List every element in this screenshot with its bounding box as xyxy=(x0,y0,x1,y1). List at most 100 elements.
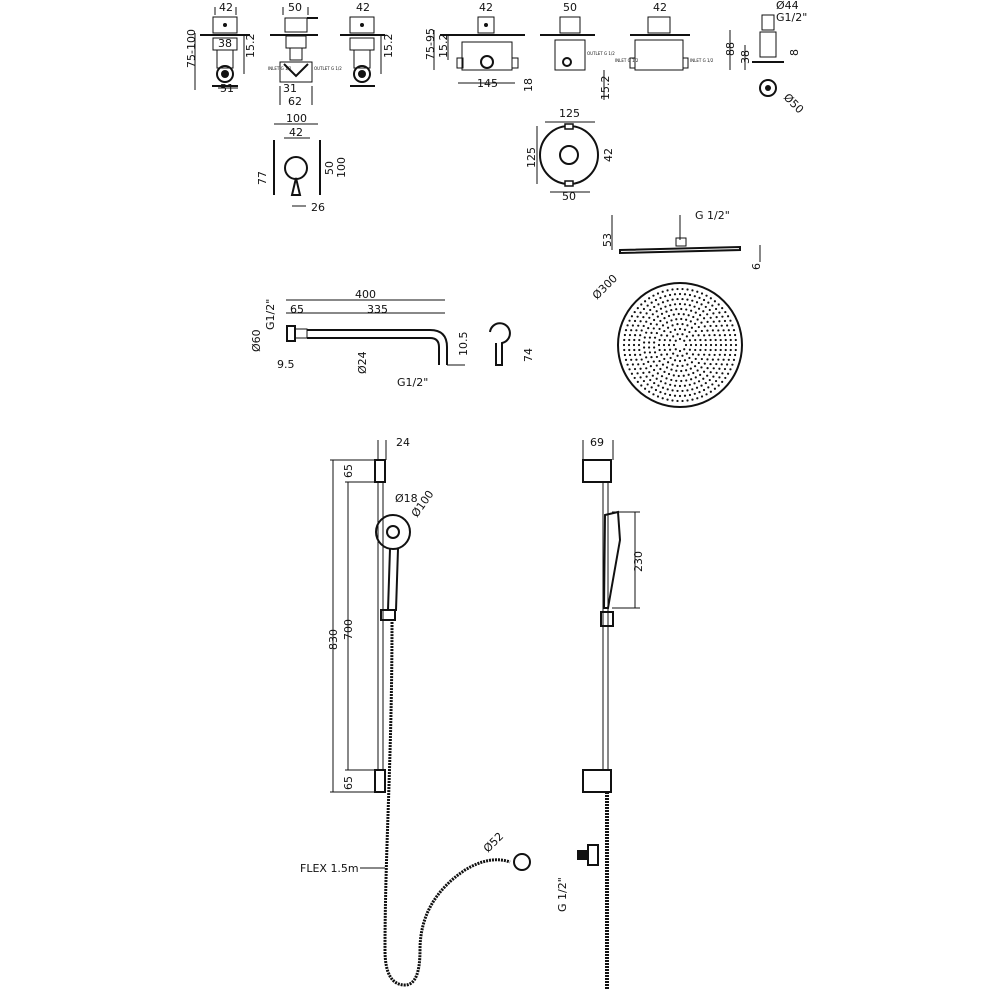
nozzle-dot xyxy=(700,303,703,306)
nozzle-dot xyxy=(685,379,688,382)
nozzle-dot xyxy=(714,348,717,352)
nozzle-dot xyxy=(720,324,723,327)
nozzle-dot xyxy=(694,343,698,347)
nozzle-dot xyxy=(659,296,662,299)
nozzle-dot xyxy=(681,333,684,336)
nozzle-dot xyxy=(667,372,671,376)
nozzle-dot xyxy=(688,348,692,351)
nozzle-dot xyxy=(646,383,649,386)
nozzle-dot xyxy=(699,338,702,342)
dim-length: 400 xyxy=(355,288,376,301)
nozzle-dot xyxy=(655,355,658,359)
nozzle-dot xyxy=(681,364,684,367)
dim-width: 42 xyxy=(479,1,493,14)
nozzle-dot xyxy=(714,343,718,347)
nozzle-dot xyxy=(703,334,706,337)
nozzle-dot xyxy=(709,362,712,366)
nozzle-dot xyxy=(671,399,674,402)
nozzle-dot xyxy=(708,353,711,356)
nozzle-dot xyxy=(683,293,687,296)
nozzle-dot xyxy=(709,338,712,342)
nozzle-dot xyxy=(623,353,626,357)
nozzle-dot xyxy=(663,370,666,373)
nozzle-dot xyxy=(707,386,710,389)
nozzle-dot xyxy=(663,317,666,320)
nozzle-dot xyxy=(676,297,679,301)
nozzle-dot xyxy=(729,348,732,352)
nozzle-dot xyxy=(642,307,646,311)
nozzle-dot xyxy=(675,318,678,321)
dim-base: 62 xyxy=(288,95,302,108)
nozzle-dot xyxy=(726,372,730,375)
nozzle-dot xyxy=(650,356,653,359)
dim-height-range: 75-95 xyxy=(424,28,437,60)
nozzle-dot xyxy=(676,354,679,357)
nozzle-dot xyxy=(636,307,639,310)
nozzle-dot xyxy=(686,324,689,327)
dim-top: 65 xyxy=(342,464,355,478)
nozzle-dot xyxy=(719,348,722,352)
dim-thread: G 1/2" xyxy=(695,209,730,222)
nozzle-dot xyxy=(699,373,702,376)
nozzle-dot xyxy=(708,308,711,312)
nozzle-dot xyxy=(672,352,675,355)
dim-holder: Ø18 xyxy=(395,492,418,505)
nozzle-dot xyxy=(707,301,710,304)
nozzle-dot xyxy=(706,329,709,332)
nozzle-dot xyxy=(718,376,721,379)
nozzle-dot xyxy=(676,333,679,336)
nozzle-dot xyxy=(688,339,692,342)
nozzle-dot xyxy=(702,377,705,380)
nozzle-dot xyxy=(698,391,701,394)
nozzle-dot xyxy=(731,324,734,327)
nozzle-dot xyxy=(653,368,656,372)
dim-width: 100 xyxy=(286,112,307,125)
nozzle-dot xyxy=(645,375,648,378)
nozzle-dot xyxy=(623,348,626,352)
nozzle-dot xyxy=(695,386,699,389)
nozzle-dot xyxy=(723,353,727,356)
valve-1-drawing: 42 75-100 38 15.2 51 xyxy=(185,1,257,95)
diverter-drawing: 50 INLET G 1/2 OUTLET G 1/2 31 62 xyxy=(268,1,342,108)
nozzle-dot xyxy=(633,334,637,337)
nozzle-dot xyxy=(633,367,637,371)
nozzle-dot xyxy=(645,331,648,334)
nozzle-dot xyxy=(723,319,727,323)
nozzle-dot xyxy=(706,367,709,370)
nozzle-dot xyxy=(731,363,734,366)
dim-width: 50 xyxy=(288,1,302,14)
nozzle-dot xyxy=(681,287,684,291)
nozzle-dot xyxy=(673,328,677,331)
nozzle-dot xyxy=(713,300,717,303)
nozzle-dot xyxy=(639,353,642,356)
nozzle-dot xyxy=(685,335,688,338)
dim-flange: Ø60 xyxy=(250,329,263,352)
nozzle-dot xyxy=(706,358,709,361)
nozzle-dot xyxy=(623,338,626,342)
nozzle-dot xyxy=(658,338,661,342)
nozzle-dot xyxy=(713,353,716,357)
nozzle-dot xyxy=(661,363,665,366)
nozzle-dot xyxy=(665,310,668,313)
nozzle-dot xyxy=(633,353,637,356)
nozzle-dot xyxy=(631,363,634,366)
nozzle-dot xyxy=(639,320,642,323)
nozzle-dot xyxy=(655,310,658,313)
nozzle-dot xyxy=(665,377,668,380)
nozzle-dot xyxy=(706,313,709,316)
nozzle-dot xyxy=(699,348,702,352)
nozzle-dot xyxy=(659,380,663,383)
nozzle-dot xyxy=(696,369,699,372)
stop-drawing: Ø44 G1/2" 88 38 8 Ø50 xyxy=(724,0,807,116)
dim-height: 125 xyxy=(525,147,538,168)
nozzle-dot xyxy=(693,365,697,368)
dim-outlet: Ø52 xyxy=(481,830,506,855)
nozzle-dot xyxy=(702,317,706,320)
nozzle-dot xyxy=(650,386,653,389)
nozzle-dot xyxy=(666,388,669,391)
shower-head-drawing: G 1/2" 53 6 Ø300 xyxy=(590,209,763,408)
nozzle-dot xyxy=(721,380,724,383)
nozzle-dot xyxy=(628,348,631,352)
dim-inner: 38 xyxy=(218,37,232,50)
nozzle-dot xyxy=(688,356,691,360)
